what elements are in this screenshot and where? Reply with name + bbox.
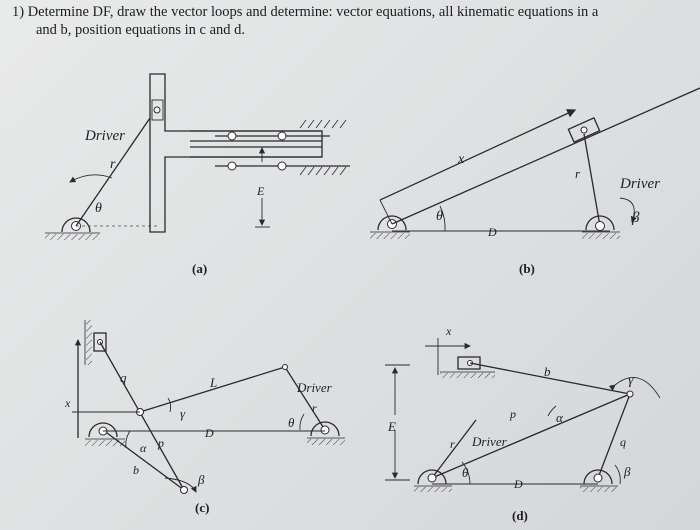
label-c-q: q: [120, 370, 127, 385]
label-d-q: q: [620, 435, 626, 449]
label-a-r: r: [110, 157, 116, 172]
label-c-driver: Driver: [296, 380, 333, 395]
label-d-x: x: [445, 324, 452, 338]
figure-a: Driver r θ E (a): [45, 73, 350, 276]
label-b-x: x: [457, 152, 465, 167]
label-d-gamma: γ: [628, 373, 634, 388]
label-c-L: L: [209, 375, 217, 390]
label-a-E: E: [256, 184, 265, 198]
caption-d: (d): [512, 508, 528, 523]
label-d-b: b: [544, 364, 551, 379]
label-d-driver: Driver: [471, 434, 508, 449]
question-line-2: and b, position equations in c and d.: [36, 22, 246, 38]
label-c-r: r: [312, 401, 317, 415]
label-b-D: D: [487, 225, 497, 239]
label-c-x: x: [64, 396, 71, 410]
figure-c: q L Driver r x γ D θ α p b β (c): [64, 320, 345, 515]
label-b-theta: θ: [436, 209, 443, 224]
label-c-alpha: α: [140, 441, 147, 455]
caption-a: (a): [192, 261, 207, 276]
caption-b: (b): [519, 261, 535, 276]
label-c-p: p: [157, 436, 164, 450]
question-line-1: 1) Determine DF, draw the vector loops a…: [12, 4, 599, 20]
label-b-r: r: [575, 166, 581, 181]
label-d-theta: θ: [462, 465, 469, 480]
label-c-b: b: [133, 463, 139, 477]
label-c-gamma: γ: [180, 406, 186, 421]
label-b-driver: Driver: [619, 176, 660, 192]
label-d-D: D: [513, 477, 523, 491]
label-c-D: D: [204, 426, 214, 440]
figure-d: x b γ E p α q r Driver θ D β (d): [385, 324, 661, 523]
label-d-E: E: [387, 419, 396, 434]
label-d-alpha: α: [556, 410, 564, 425]
label-d-p: p: [509, 407, 516, 421]
label-b-beta: β: [631, 210, 640, 226]
label-c-beta: β: [197, 472, 205, 487]
label-a-driver: Driver: [84, 128, 125, 144]
label-d-beta: β: [623, 464, 631, 479]
label-d-r: r: [450, 437, 455, 451]
figure-b: x r Driver θ D β (b): [370, 87, 700, 276]
caption-c: (c): [195, 500, 209, 515]
label-c-theta: θ: [288, 415, 295, 430]
label-a-theta: θ: [95, 201, 102, 216]
